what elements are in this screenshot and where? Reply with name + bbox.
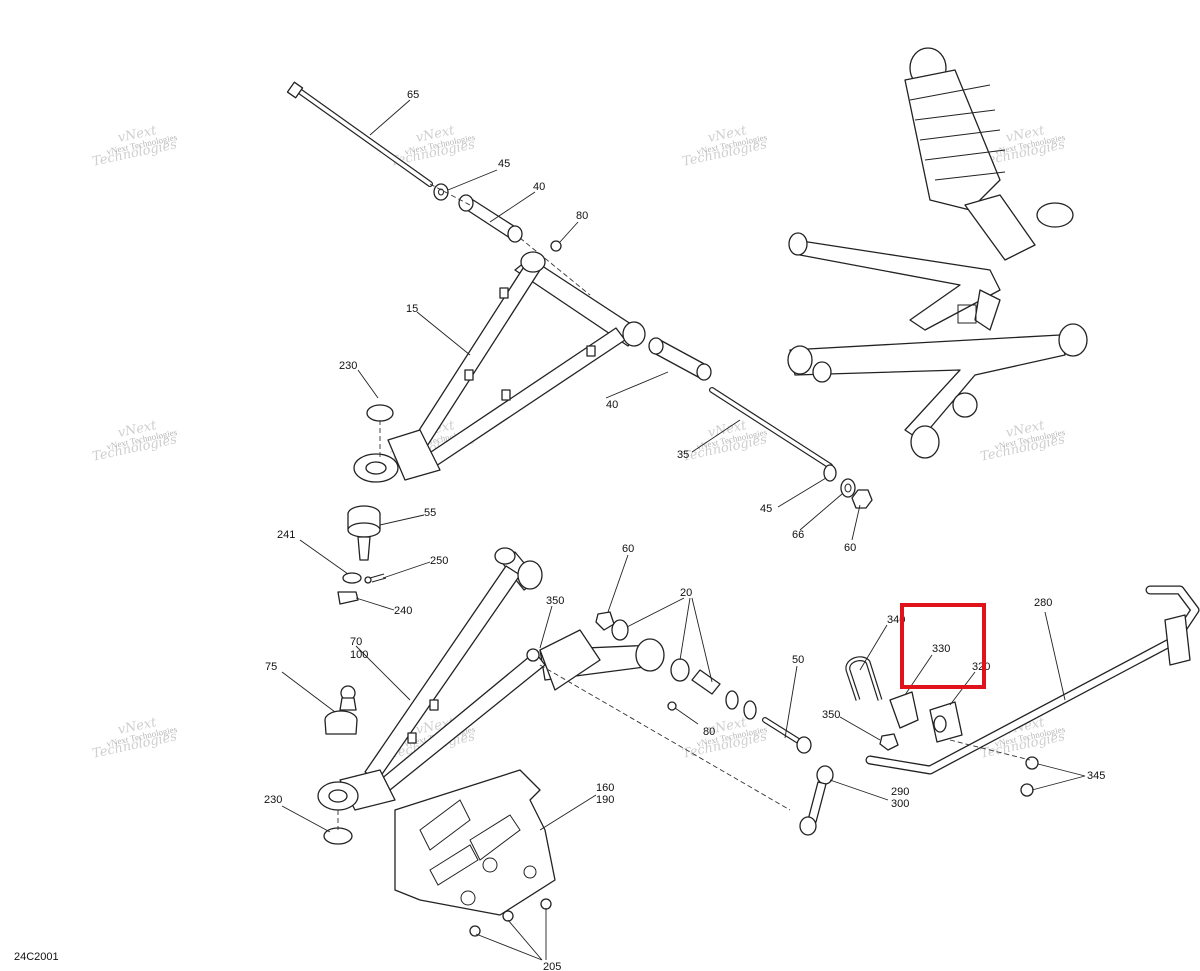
nut-lower-60[interactable] [595,611,615,631]
skid-plate[interactable] [394,769,556,916]
callout-40: 40 [606,399,618,411]
assembly-axis-line [429,183,591,296]
callout-66: 66 [792,529,804,541]
callout-40: 40 [533,181,545,193]
nut-rear-60[interactable] [851,489,873,509]
nut-lower-80[interactable] [667,701,677,711]
callout-100: 100 [350,649,368,661]
upper-a-arm[interactable] [353,251,646,483]
callout-80: 80 [576,210,588,222]
lower-a-arm[interactable] [317,547,665,811]
screw-205[interactable] [469,898,552,937]
leader-lines [281,99,1086,961]
callout-205: 205 [543,961,561,971]
bushing-sleeve-upper-front[interactable] [458,194,523,243]
callout-15: 15 [406,303,418,315]
washer-rear-45[interactable] [823,464,837,482]
assembled-a-arms[interactable] [787,232,1088,459]
circlip-lower-230[interactable] [323,827,353,845]
pivot-bolt-rear-35[interactable] [709,387,833,469]
link-rod-290[interactable] [799,765,834,836]
callout-230: 230 [339,360,357,372]
callout-241: 241 [277,529,295,541]
callout-230: 230 [264,794,282,806]
callout-65: 65 [407,89,419,101]
watermark: vNext Technologies vNext Technologies [979,418,1067,465]
watermark: vNext Technologies vNext Technologies [681,123,769,170]
watermark: vNext Technologies vNext Technologies [91,123,179,170]
callout-330: 330 [932,643,950,655]
diagram-code: 24C2001 [14,951,59,963]
bushing-sleeve-upper-rear[interactable] [648,337,712,381]
callout-290: 290 [891,786,909,798]
cotter-pin-250[interactable] [364,573,387,584]
pivot-bolt-lower-50[interactable] [762,717,812,754]
callout-240: 240 [394,605,412,617]
washer-241[interactable] [342,572,362,584]
callout-350: 350 [546,595,564,607]
nut-lower-350[interactable] [526,648,540,662]
highlight-box-330 [900,603,986,689]
callout-70: 70 [350,636,362,648]
bushing-320[interactable] [929,701,963,743]
callout-45: 45 [760,503,772,515]
callout-60: 60 [622,543,634,555]
assembly-axis-line [949,739,1031,761]
callout-60: 60 [844,542,856,554]
ball-joint-lower-75[interactable] [324,685,358,735]
callout-50: 50 [792,654,804,666]
washer-rear-66[interactable] [840,478,856,498]
ball-joint-upper[interactable] [347,505,381,561]
sway-bar[interactable] [865,585,1200,775]
callout-345: 345 [1087,770,1105,782]
callout-190: 190 [596,794,614,806]
callout-320: 320 [972,661,990,673]
nut-upper-80[interactable] [550,240,562,252]
callout-160: 160 [596,782,614,794]
callout-20: 20 [680,587,692,599]
callout-250: 250 [430,555,448,567]
assembly-axis-line [539,664,791,811]
callout-350: 350 [822,709,840,721]
callout-45: 45 [498,158,510,170]
u-bracket-340[interactable] [845,656,883,701]
pivot-bolt-upper[interactable] [286,81,433,187]
callout-55: 55 [424,507,436,519]
watermark: vNext Technologies vNext Technologies [91,715,179,762]
callout-300: 300 [891,798,909,810]
nut-345[interactable] [1020,756,1039,797]
circlip-upper[interactable] [366,404,394,422]
callout-35: 35 [677,449,689,461]
castle-nut-240[interactable] [337,591,359,605]
shock-absorber[interactable] [904,47,1074,261]
callout-75: 75 [265,661,277,673]
nut-350-sway[interactable] [879,733,899,751]
bracket-330[interactable] [889,691,919,729]
callout-80: 80 [703,726,715,738]
watermark: vNext Technologies vNext Technologies [91,418,179,465]
callout-280: 280 [1034,597,1052,609]
watermark: vNext Technologies vNext Technologies [681,715,769,762]
